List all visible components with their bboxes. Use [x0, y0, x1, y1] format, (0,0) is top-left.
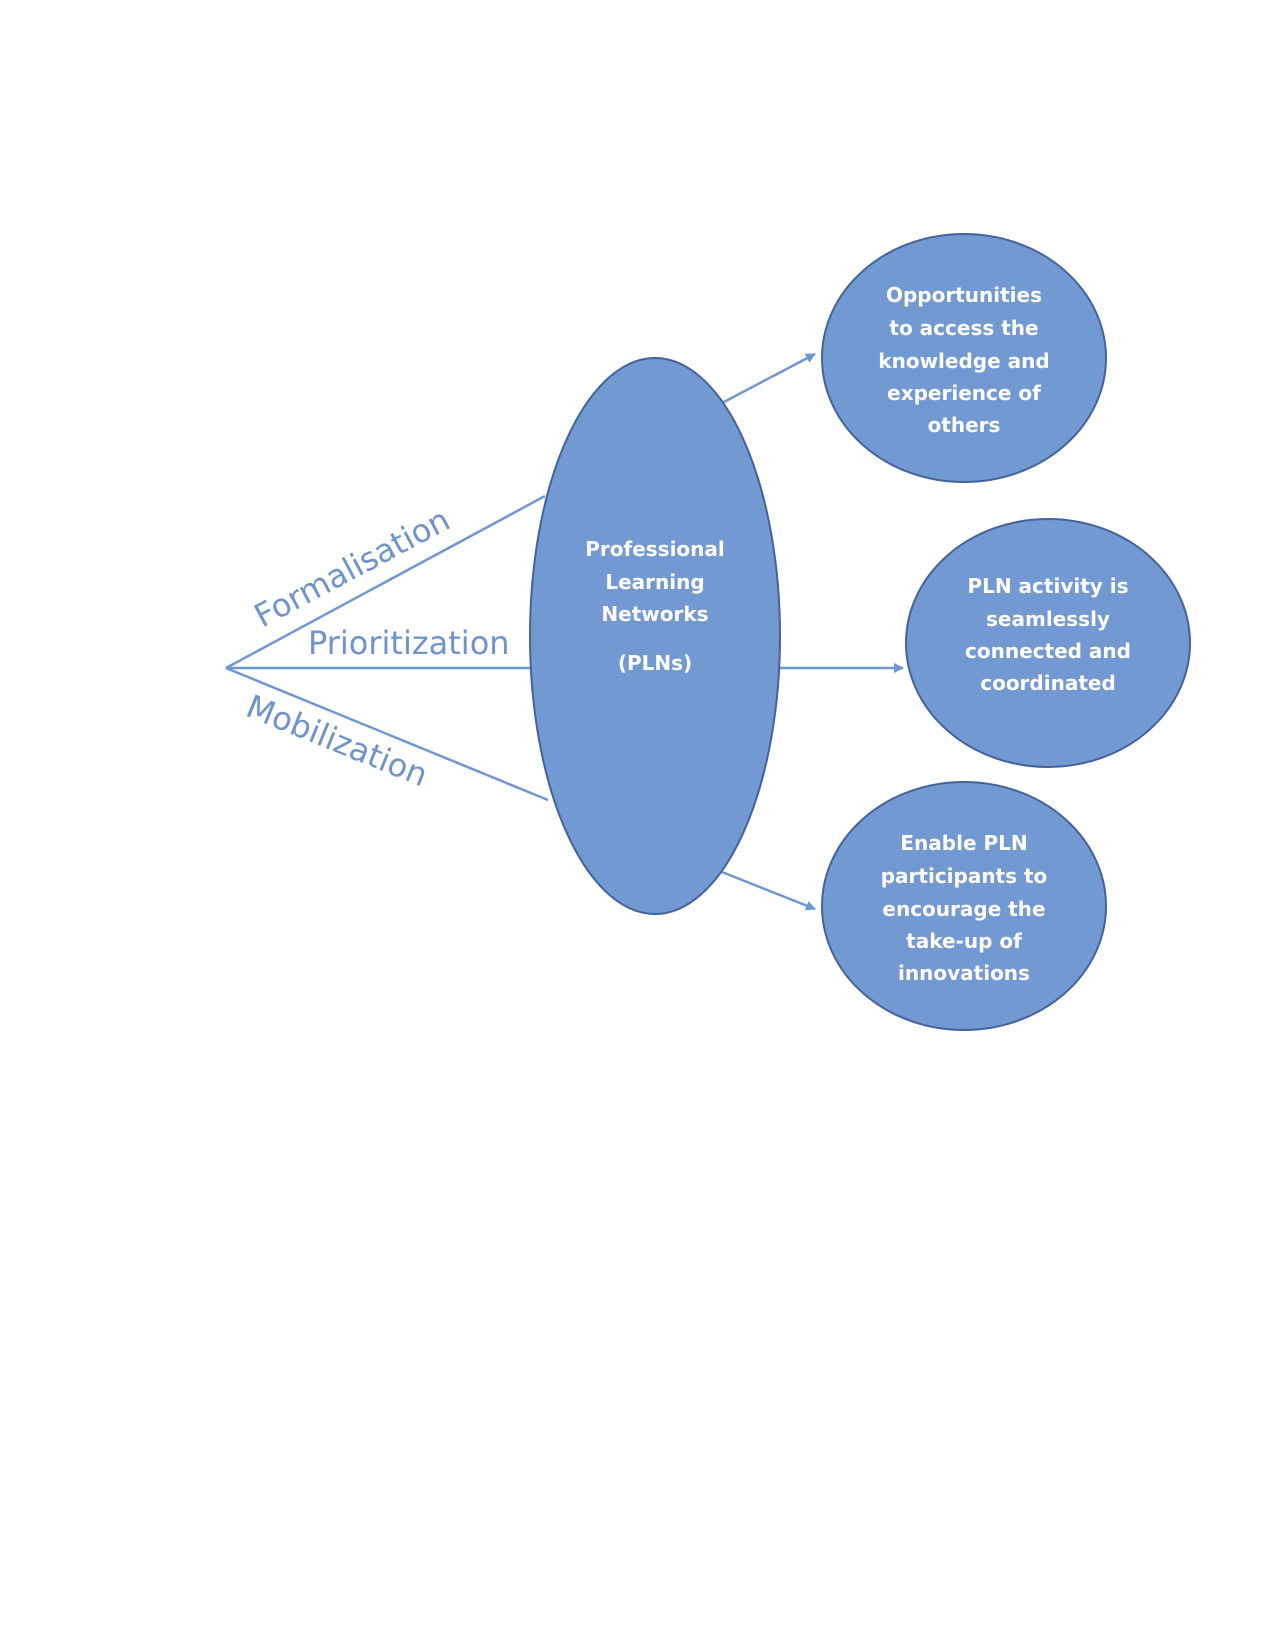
- center-node-line-2: Learning: [605, 570, 704, 594]
- formalisation-line: [225, 494, 546, 670]
- center-node-pln: Professional Learning Networks (PLNs): [529, 357, 781, 915]
- outcome-pln-activity: PLN activity is seamlessly connected and…: [905, 518, 1191, 768]
- center-node-line-3: Networks: [601, 602, 708, 626]
- outcome-3-line-4: take-up of: [906, 929, 1022, 953]
- prioritization-label: Prioritization: [308, 624, 510, 662]
- formalisation-label: Formalisation: [248, 500, 456, 635]
- outcome-3-line-5: innovations: [898, 961, 1030, 985]
- outcome-enable-pln: Enable PLN participants to encourage the…: [821, 781, 1107, 1031]
- outcome-3-line-1: Enable PLN: [900, 831, 1027, 855]
- outcome-3-line-2: participants to: [881, 864, 1048, 888]
- center-node-line-4: (PLNs): [618, 651, 692, 675]
- outcome-2-line-3: connected and: [965, 639, 1131, 663]
- outcome-1-line-4: experience of: [887, 381, 1041, 405]
- arrow-to-opportunities: [721, 352, 816, 405]
- outcome-2-line-2: seamlessly: [986, 607, 1110, 631]
- outcome-opportunities: Opportunities to access the knowledge an…: [821, 233, 1107, 483]
- mobilization-line: [225, 666, 549, 802]
- outcome-1-line-2: to access the: [889, 316, 1038, 340]
- outcome-1-line-1: Opportunities: [886, 283, 1042, 307]
- outcome-3-line-3: encourage the: [882, 897, 1045, 921]
- outcome-2-line-4: coordinated: [980, 671, 1116, 695]
- center-node-line-1: Professional: [585, 537, 725, 561]
- outcome-2-line-1: PLN activity is: [967, 574, 1128, 598]
- outcome-1-line-3: knowledge and: [878, 349, 1049, 373]
- outcome-1-line-5: others: [928, 413, 1001, 437]
- arrow-to-enable-pln: [721, 870, 816, 911]
